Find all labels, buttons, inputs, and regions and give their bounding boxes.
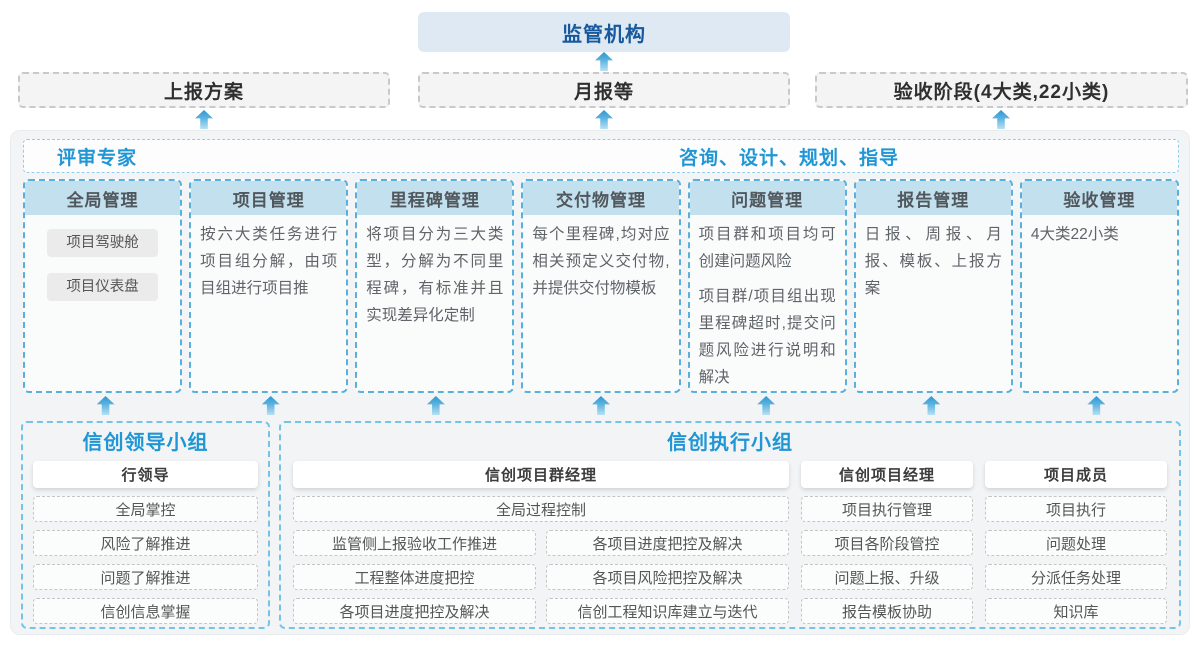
column-description: 每个里程碑,均对应相关预定义交付物,并提供交付物模板 <box>532 226 670 297</box>
list-item: 问题处理 <box>985 530 1167 556</box>
list-item: 工程整体进度把控 <box>293 564 536 590</box>
list-item: 信创工程知识库建立与迭代 <box>546 598 789 624</box>
regulator-label: 监管机构 <box>562 23 646 46</box>
xinchuang-execution-group: 信创执行小组 信创项目群经理 全局过程控制 监管侧上报验收工作推进 各项目进度把… <box>279 421 1181 629</box>
column-title: 项目管理 <box>191 181 347 215</box>
group-title: 信创执行小组 <box>667 432 793 454</box>
arrow-up-icon <box>426 396 445 415</box>
list-item: 问题了解推进 <box>33 564 258 590</box>
column-description: 将项目分为三大类型，分解为不同里程碑，有标准并且实现差异化定制 <box>366 226 504 324</box>
column-acceptance-management: 验收管理 4大类22小类 <box>1019 179 1179 393</box>
column-body: 项目群和项目均可创建问题风险 项目群/项目组出现里程碑超时,提交问题风险进行说明… <box>690 215 845 391</box>
monthly-report-box: 月报等 <box>418 72 790 108</box>
bank-leader-role: 行领导 <box>33 461 258 488</box>
column-report-management: 报告管理 日报、周报、月报、模板、上报方案 <box>853 179 1013 393</box>
column-deliverable-management: 交付物管理 每个里程碑,均对应相关预定义交付物,并提供交付物模板 <box>521 179 681 393</box>
list-item: 监管侧上报验收工作推进 <box>293 530 536 556</box>
consulting-label: 咨询、设计、规划、指导 <box>679 147 900 169</box>
program-manager-column: 信创项目群经理 全局过程控制 监管侧上报验收工作推进 各项目进度把控及解决 工程… <box>293 461 789 624</box>
arrow-up-icon <box>1087 396 1106 415</box>
list-item: 项目执行 <box>985 496 1167 522</box>
column-description: 日报、周报、月报、模板、上报方案 <box>864 226 1002 297</box>
acceptance-stage-box: 验收阶段(4大类,22小类) <box>815 72 1188 108</box>
column-milestone-management: 里程碑管理 将项目分为三大类型，分解为不同里程碑，有标准并且实现差异化定制 <box>355 179 515 393</box>
list-item: 项目执行管理 <box>801 496 973 522</box>
project-manager-column: 信创项目经理 项目执行管理 项目各阶段管控 问题上报、升级 报告模板协助 <box>801 461 973 624</box>
list-item: 项目各阶段管控 <box>801 530 973 556</box>
project-member-items: 项目执行 问题处理 分派任务处理 知识库 <box>985 496 1167 624</box>
column-title: 交付物管理 <box>523 181 679 215</box>
project-dashboard-chip: 项目仪表盘 <box>47 273 159 301</box>
column-project-management: 项目管理 按六大类任务进行项目组分解，由项目组进行项目推 <box>189 179 349 393</box>
execution-columns: 信创项目群经理 全局过程控制 监管侧上报验收工作推进 各项目进度把控及解决 工程… <box>293 461 1167 624</box>
list-item: 分派任务处理 <box>985 564 1167 590</box>
xinchuang-leadership-group: 信创领导小组 行领导 全局掌控 风险了解推进 问题了解推进 信创信息掌握 <box>21 421 270 629</box>
list-item: 各项目进度把控及解决 <box>293 598 536 624</box>
program-manager-role: 信创项目群经理 <box>293 461 789 488</box>
arrow-up-icon <box>595 110 613 129</box>
acceptance-stage-label: 验收阶段(4大类,22小类) <box>893 81 1110 103</box>
management-panel: 评审专家 咨询、设计、规划、指导 全局管理 项目驾驶舱 项目仪表盘 项目管理 按… <box>10 130 1190 635</box>
column-description: 按六大类任务进行项目组分解，由项目组进行项目推 <box>200 226 338 297</box>
arrow-up-icon <box>591 396 610 415</box>
column-body: 日报、周报、月报、模板、上报方案 <box>856 215 1011 314</box>
arrow-up-icon <box>195 110 213 129</box>
column-issue-management: 问题管理 项目群和项目均可创建问题风险 项目群/项目组出现里程碑超时,提交问题风… <box>687 179 847 393</box>
list-item: 风险了解推进 <box>33 530 258 556</box>
project-cockpit-chip: 项目驾驶舱 <box>47 229 159 257</box>
list-item: 信创信息掌握 <box>33 598 258 624</box>
list-item: 报告模板协助 <box>801 598 973 624</box>
column-description: 4大类22小类 <box>1030 226 1119 243</box>
column-title: 问题管理 <box>689 181 845 215</box>
column-body: 4大类22小类 <box>1022 215 1177 260</box>
column-title: 里程碑管理 <box>357 181 513 215</box>
column-body: 将项目分为三大类型，分解为不同里程碑，有标准并且实现差异化定制 <box>357 215 512 341</box>
bottom-groups: 信创领导小组 行领导 全局掌控 风险了解推进 问题了解推进 信创信息掌握 信创执… <box>21 421 1181 629</box>
review-experts-label: 评审专家 <box>57 147 138 169</box>
program-manager-items: 全局过程控制 监管侧上报验收工作推进 各项目进度把控及解决 工程整体进度把控 各… <box>293 496 789 624</box>
experts-band: 评审专家 咨询、设计、规划、指导 <box>23 139 1179 173</box>
regulator-box: 监管机构 <box>418 12 790 52</box>
list-item: 问题上报、升级 <box>801 564 973 590</box>
report-plan-label: 上报方案 <box>163 81 244 103</box>
project-manager-items: 项目执行管理 项目各阶段管控 问题上报、升级 报告模板协助 <box>801 496 973 624</box>
arrow-up-icon <box>96 396 115 415</box>
column-title: 验收管理 <box>1021 181 1177 215</box>
arrow-up-icon <box>922 396 941 415</box>
project-manager-role: 信创项目经理 <box>801 461 973 488</box>
column-title: 报告管理 <box>855 181 1011 215</box>
column-body: 每个里程碑,均对应相关预定义交付物,并提供交付物模板 <box>523 215 678 314</box>
report-plan-box: 上报方案 <box>18 72 390 108</box>
arrow-up-icon <box>992 110 1010 129</box>
program-manager-grid: 监管侧上报验收工作推进 各项目进度把控及解决 工程整体进度把控 各项目风险把控及… <box>293 530 789 624</box>
column-global-management: 全局管理 项目驾驶舱 项目仪表盘 <box>23 179 183 393</box>
column-description: 项目群和项目均可创建问题风险 <box>698 226 836 270</box>
column-description: 项目群/项目组出现里程碑超时,提交问题风险进行说明和解决 <box>698 288 836 386</box>
group-title: 信创领导小组 <box>82 432 209 454</box>
list-item: 全局掌控 <box>33 496 258 522</box>
column-body: 按六大类任务进行项目组分解，由项目组进行项目推 <box>191 215 346 314</box>
project-member-column: 项目成员 项目执行 问题处理 分派任务处理 知识库 <box>985 461 1167 624</box>
arrow-up-icon <box>757 396 776 415</box>
management-columns: 全局管理 项目驾驶舱 项目仪表盘 项目管理 按六大类任务进行项目组分解，由项目组… <box>23 179 1179 393</box>
column-arrows <box>23 396 1179 418</box>
list-item: 各项目风险把控及解决 <box>546 564 789 590</box>
list-item: 全局过程控制 <box>293 496 789 522</box>
column-body: 项目驾驶舱 项目仪表盘 <box>25 215 180 321</box>
column-title: 全局管理 <box>25 181 181 215</box>
monthly-report-label: 月报等 <box>573 81 634 103</box>
list-item: 各项目进度把控及解决 <box>546 530 789 556</box>
leader-items: 全局掌控 风险了解推进 问题了解推进 信创信息掌握 <box>33 496 258 624</box>
arrow-up-icon <box>261 396 280 415</box>
arrow-up-icon <box>595 52 613 71</box>
project-member-role: 项目成员 <box>985 461 1167 488</box>
list-item: 知识库 <box>985 598 1167 624</box>
